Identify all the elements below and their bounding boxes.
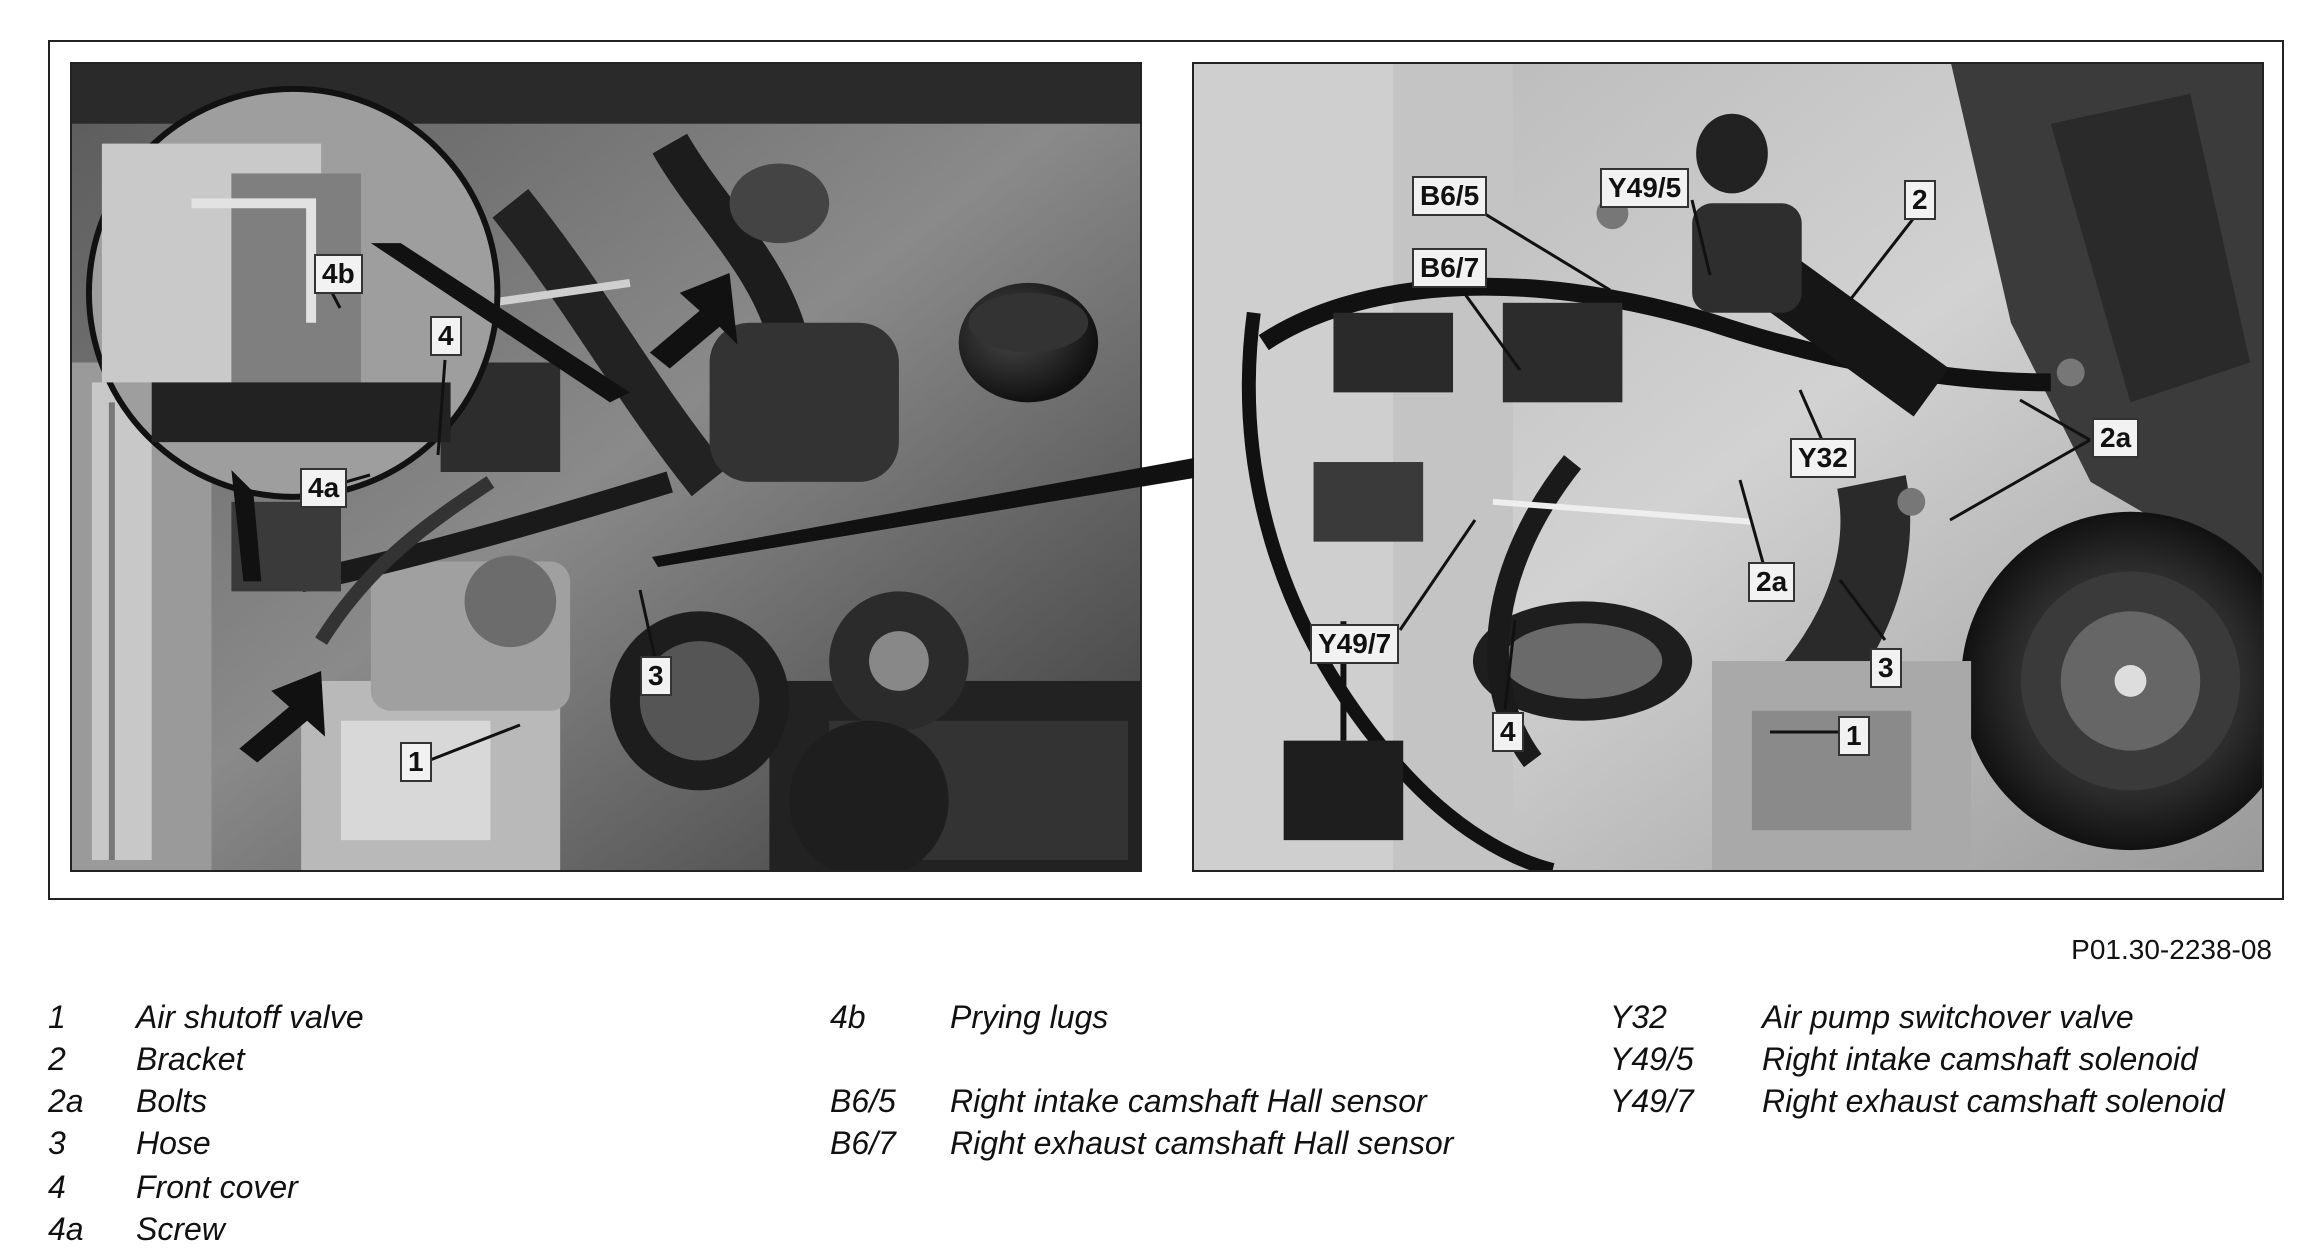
callout-4a: 4a — [300, 468, 348, 508]
callout-2a-top: 2a — [2092, 418, 2140, 458]
engine-photo-left — [70, 62, 1142, 872]
callout-4b: 4b — [314, 254, 363, 294]
figure-reference-id: P01.30-2238-08 — [2071, 934, 2272, 965]
callout-3: 3 — [640, 656, 672, 696]
callout-y32: Y32 — [1790, 438, 1856, 478]
callout-y49-5: Y49/5 — [1600, 168, 1690, 208]
callout-1-right: 1 — [1838, 716, 1870, 756]
callout-b6-7: B6/7 — [1412, 248, 1488, 288]
engine-photo-left-drawing — [72, 64, 1140, 870]
callout-2: 2 — [1904, 180, 1936, 220]
engine-photo-right-drawing — [1194, 64, 2262, 870]
callout-1: 1 — [400, 742, 432, 782]
callout-3-right: 3 — [1870, 648, 1902, 688]
callout-2a-mid: 2a — [1748, 562, 1796, 602]
callout-y49-7: Y49/7 — [1310, 624, 1400, 664]
callout-4: 4 — [430, 316, 462, 356]
callout-b6-5: B6/5 — [1412, 176, 1488, 216]
engine-photo-right — [1192, 62, 2264, 872]
callout-4-right: 4 — [1492, 712, 1524, 752]
